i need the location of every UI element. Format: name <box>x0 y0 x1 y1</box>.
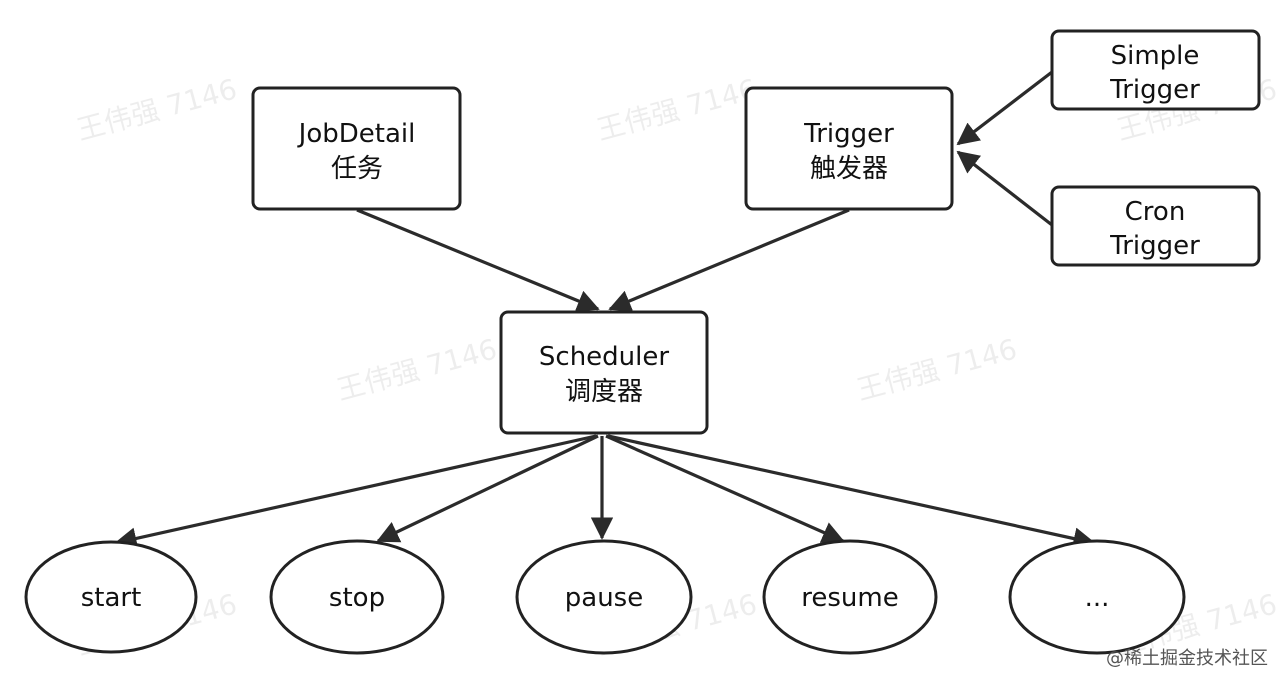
pause-ellipse <box>515 539 693 655</box>
scheduler-sublabel: 调度器 <box>565 377 643 407</box>
start-ellipse <box>24 540 198 654</box>
stop-label: stop <box>329 583 385 613</box>
jobdetail-box <box>251 86 462 211</box>
simple-trigger-box <box>1050 29 1261 111</box>
cron-trigger-box <box>1050 185 1261 267</box>
cron-trigger-label: Cron <box>1125 197 1186 227</box>
more-ellipse <box>1008 539 1186 655</box>
resume-label: resume <box>801 583 898 613</box>
stop-ellipse <box>269 539 445 655</box>
edges <box>114 70 1096 550</box>
jobdetail-label: JobDetail <box>297 119 416 149</box>
node-simple-trigger: Simple Trigger <box>1050 29 1261 111</box>
node-trigger: Trigger 触发器 <box>744 86 954 211</box>
node-jobdetail: JobDetail 任务 <box>251 86 462 211</box>
node-resume: resume <box>762 539 938 655</box>
pause-label: pause <box>565 583 643 613</box>
simple-trigger-sublabel: Trigger <box>1109 75 1200 105</box>
scheduler-box <box>499 310 709 435</box>
edge-jobdetail-to-scheduler <box>356 208 600 312</box>
watermark: 王伟强 7146 <box>853 332 1020 406</box>
watermark: 王伟强 7146 <box>333 332 500 406</box>
resume-ellipse <box>762 539 938 655</box>
node-cron-trigger: Cron Trigger <box>1050 185 1261 267</box>
scheduler-label: Scheduler <box>539 342 669 372</box>
edge-trigger-to-scheduler <box>608 208 850 312</box>
simple-trigger-label: Simple <box>1111 41 1200 71</box>
start-label: start <box>81 583 142 613</box>
edge-simple-to-trigger <box>956 70 1053 146</box>
watermark: 王伟强 7146 <box>593 72 760 146</box>
edge-scheduler-to-more <box>607 434 1096 550</box>
edge-scheduler-to-start <box>114 434 597 550</box>
node-more: ... <box>1008 539 1186 655</box>
node-stop: stop <box>269 539 445 655</box>
more-label: ... <box>1085 583 1110 613</box>
jobdetail-sublabel: 任务 <box>331 154 383 184</box>
node-start: start <box>24 540 198 654</box>
credit-text: @稀土掘金技术社区 <box>1106 648 1268 669</box>
trigger-label: Trigger <box>803 119 894 149</box>
watermark: 王伟强 7146 <box>73 72 240 146</box>
edge-scheduler-to-stop <box>376 434 599 543</box>
trigger-sublabel: 触发器 <box>810 154 888 184</box>
edge-cron-to-trigger <box>956 150 1053 227</box>
cron-trigger-sublabel: Trigger <box>1109 231 1200 261</box>
trigger-box <box>744 86 954 211</box>
edge-scheduler-to-resume <box>605 434 845 543</box>
node-pause: pause <box>515 539 693 655</box>
node-scheduler: Scheduler 调度器 <box>499 310 709 435</box>
